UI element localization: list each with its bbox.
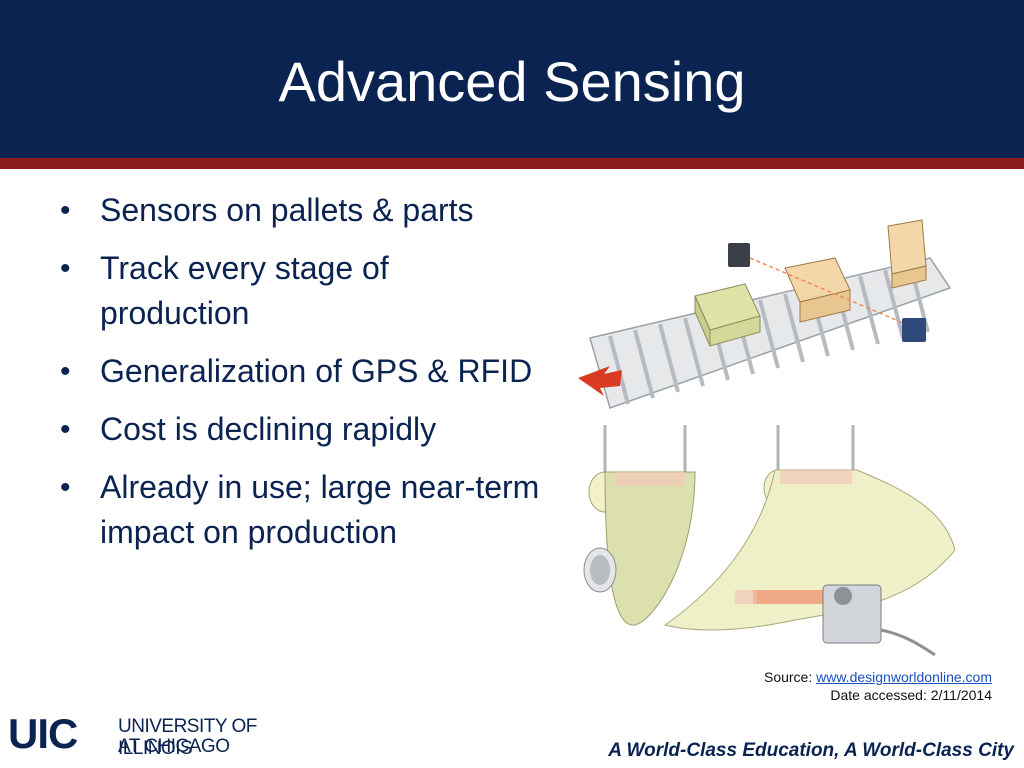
uic-logo-mark: UIC: [8, 710, 78, 757]
bullet-text: Generalization of GPS & RFID: [100, 353, 533, 389]
bullet-text: Cost is declining rapidly: [100, 411, 437, 447]
paper-web-sensor-illustration: [583, 425, 956, 657]
bullet-text: Track every stage of production: [100, 250, 389, 331]
uic-logo-line2: AT CHICAGO: [118, 736, 230, 757]
bullet-item: • Cost is declining rapidly: [60, 407, 540, 452]
bullet-dot-icon: •: [60, 194, 71, 227]
bullet-dot-icon: •: [60, 355, 71, 388]
bullet-dot-icon: •: [60, 471, 71, 504]
footer-tagline: A World-Class Education, A World-Class C…: [608, 740, 1014, 761]
source-link[interactable]: www.designworldonline.com: [816, 669, 992, 685]
bullet-dot-icon: •: [60, 252, 71, 285]
slide-title: Advanced Sensing: [278, 50, 746, 113]
conveyor-sensor-illustration: [578, 219, 952, 409]
bullet-item: • Generalization of GPS & RFID: [60, 349, 540, 394]
bullet-list: • Sensors on pallets & parts • Track every…: [60, 188, 540, 568]
bullet-text: Sensors on pallets & parts: [100, 192, 474, 228]
bullet-item: • Sensors on pallets & parts: [60, 188, 540, 233]
bullet-item: • Track every stage of production: [60, 246, 540, 336]
slide-header: [0, 0, 1024, 158]
uic-logo-line1: UNIVERSITY OF ILLINOIS: [118, 716, 257, 759]
bullet-text: Already in use; large near-term impact o…: [100, 469, 540, 550]
image-source-note: Source: www.designworldonline.com Date a…: [764, 668, 992, 704]
source-prefix: Source:: [763, 669, 817, 685]
date-accessed: Date accessed: 2/11/2014: [830, 687, 992, 703]
header-accent-stripe: [0, 158, 1024, 169]
bullet-dot-icon: •: [60, 413, 71, 446]
bullet-item: • Already in use; large near-term impact …: [60, 465, 540, 555]
uic-logo: UIC UNIVERSITY OF ILLINOIS AT CHICAGO: [8, 710, 280, 759]
